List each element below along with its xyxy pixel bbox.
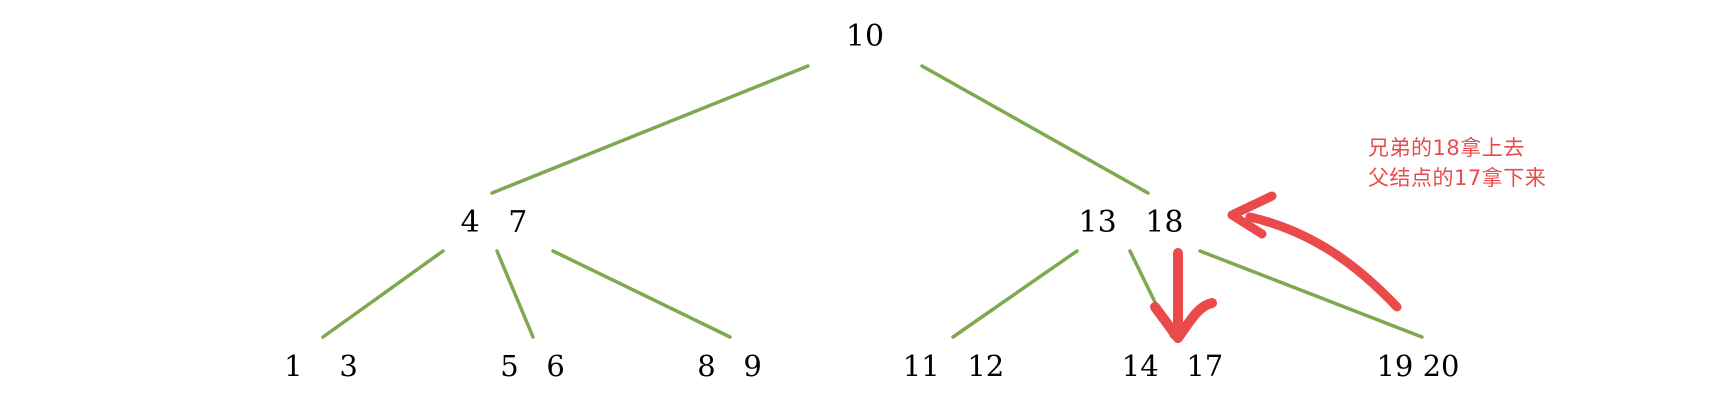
down-arrow-to-leaf-head — [1150, 298, 1217, 343]
tree-node-keys: 10 — [845, 19, 885, 54]
annotation-line-2: 父结点的17拿下来 — [1368, 166, 1547, 190]
tree-node-keys: 11 12 — [902, 348, 1005, 383]
tree-node-l13: 1 3 — [231, 336, 411, 395]
tree-edge-n47-to-l56 — [495, 249, 535, 339]
tree-edge-n1318-to-l1417 — [1128, 249, 1174, 339]
tree-node-keys: 19 20 — [1376, 348, 1460, 383]
tree-edge-root-to-n1318 — [920, 64, 1150, 195]
tree-node-l1417: 14 17 — [1080, 336, 1265, 395]
tree-node-keys: 14 17 — [1121, 348, 1224, 383]
tree-edge-n47-to-l89 — [551, 249, 732, 339]
tree-node-keys: 8 9 — [697, 348, 762, 383]
tree-node-l89: 8 9 — [641, 336, 818, 395]
curved-arrow-to-parent-head — [1227, 191, 1277, 239]
tree-node-keys: 1 3 — [284, 348, 358, 383]
tree-node-l1112: 11 12 — [862, 336, 1045, 395]
tree-edge-n47-to-l13 — [321, 249, 445, 339]
annotation-line-1: 兄弟的18拿上去 — [1368, 136, 1525, 160]
curved-arrow-to-parent-shaft — [1245, 212, 1402, 312]
annotation-note: 兄弟的18拿上去父结点的17拿下来 — [1368, 133, 1546, 193]
tree-edge-root-to-n47 — [490, 64, 810, 195]
tree-edge-n1318-to-l1112 — [951, 249, 1079, 339]
tree-node-keys: 5 6 — [500, 348, 565, 383]
tree-node-l1920: 19 20 — [1338, 336, 1498, 395]
tree-edge-n1318-to-l1920 — [1198, 249, 1424, 339]
tree-node-keys: 4 7 — [460, 204, 528, 240]
tree-node-n1318: 13 18 — [1040, 192, 1222, 252]
tree-node-n47: 4 7 — [405, 192, 583, 252]
tree-node-l56: 5 6 — [445, 336, 620, 395]
tree-node-root: 10 — [805, 5, 925, 68]
tree-node-keys: 13 18 — [1078, 204, 1184, 240]
